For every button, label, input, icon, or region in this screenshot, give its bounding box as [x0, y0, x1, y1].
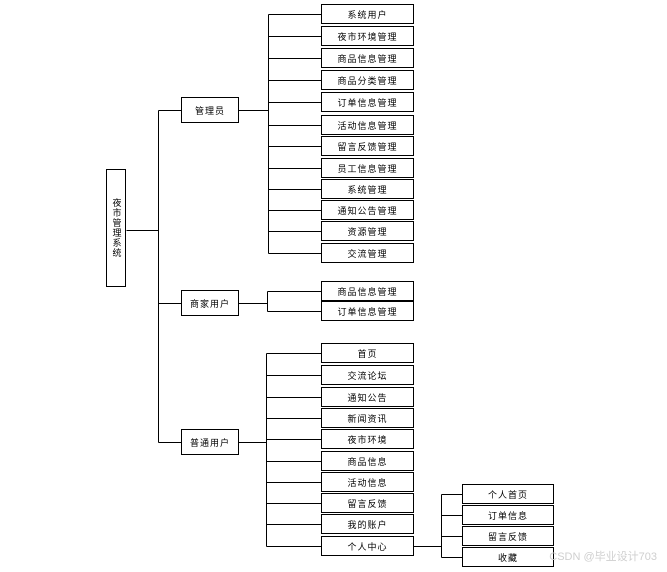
- admin-item: 商品信息管理: [321, 48, 414, 68]
- watermark: CSDN @毕业设计703: [549, 551, 657, 563]
- merchant-item: 订单信息管理: [321, 301, 414, 321]
- user-item: 首页: [321, 343, 414, 363]
- user-item: 通知公告: [321, 387, 414, 407]
- admin-item: 系统用户: [321, 4, 414, 24]
- admin-item: 系统管理: [321, 179, 414, 199]
- merchant-node: 商家用户: [181, 290, 239, 316]
- user-item: 新闻资讯: [321, 408, 414, 428]
- admin-item: 资源管理: [321, 221, 414, 241]
- admin-item: 活动信息管理: [321, 115, 414, 135]
- admin-item: 夜市环境管理: [321, 26, 414, 46]
- user-item: 夜市环境: [321, 429, 414, 449]
- user-node: 普通用户: [181, 429, 239, 455]
- admin-item: 交流管理: [321, 243, 414, 263]
- user-item: 活动信息: [321, 472, 414, 492]
- admin-node: 管理员: [181, 97, 239, 123]
- admin-item: 通知公告管理: [321, 200, 414, 220]
- admin-item: 员工信息管理: [321, 158, 414, 178]
- root-node: 夜市管理系统: [106, 169, 126, 287]
- personal-center-item: 订单信息: [462, 505, 554, 525]
- user-item: 商品信息: [321, 451, 414, 471]
- user-item: 交流论坛: [321, 365, 414, 385]
- user-item: 留言反馈: [321, 493, 414, 513]
- personal-center-node: 个人中心: [321, 536, 414, 556]
- admin-item: 留言反馈管理: [321, 136, 414, 156]
- merchant-item: 商品信息管理: [321, 281, 414, 301]
- personal-center-item: 留言反馈: [462, 526, 554, 546]
- admin-item: 商品分类管理: [321, 70, 414, 90]
- admin-item: 订单信息管理: [321, 92, 414, 112]
- personal-center-item: 个人首页: [462, 484, 554, 504]
- personal-center-item: 收藏: [462, 547, 554, 567]
- user-item: 我的账户: [321, 514, 414, 534]
